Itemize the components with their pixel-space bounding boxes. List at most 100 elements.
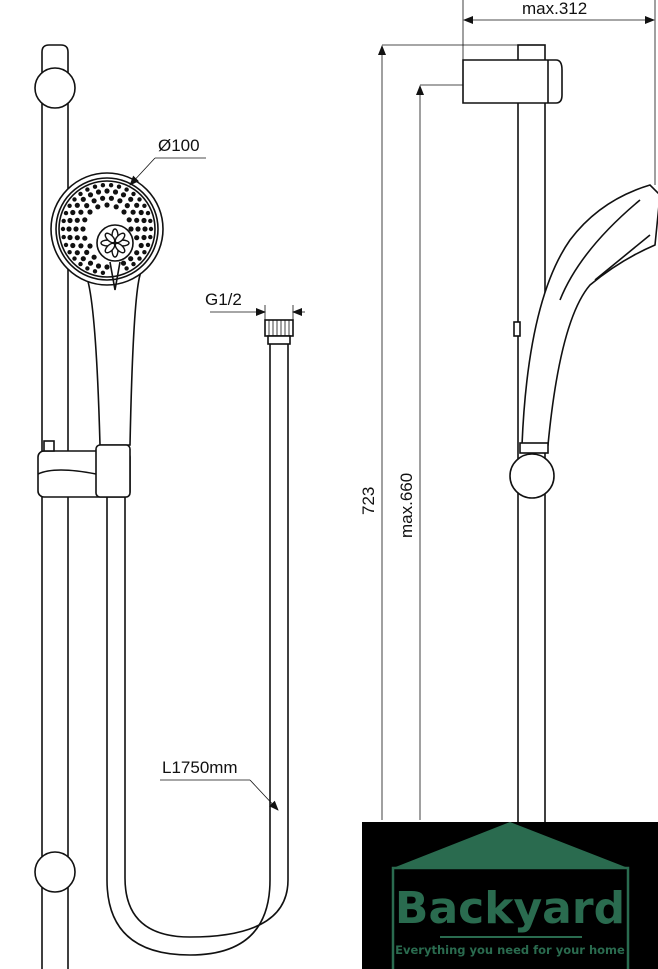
nozzle-dot	[74, 235, 80, 241]
nozzle-dot	[78, 261, 83, 267]
thread-label: G1/2	[205, 290, 242, 309]
nozzle-dot	[74, 202, 80, 208]
logo-tagline: Everything you need for your home	[395, 943, 625, 957]
nozzle-dot	[82, 217, 88, 223]
nozzle-dot	[95, 204, 101, 210]
nozzle-dot	[145, 210, 151, 216]
nozzle-dot	[148, 234, 153, 240]
handshower-handle	[84, 274, 142, 446]
nozzle-dot	[84, 203, 90, 209]
max-slider-height-label: max.660	[397, 473, 416, 538]
rail-height-label: 723	[359, 487, 378, 515]
front-view: Ø100 G1/2 L1750mm	[34, 44, 305, 969]
nozzle-dot	[78, 191, 83, 197]
nozzle-dot	[138, 242, 144, 249]
nozzle-dot	[70, 209, 76, 216]
nozzle-dot	[91, 198, 97, 204]
logo-name: Backyard	[395, 883, 625, 934]
nozzle-dot	[134, 235, 140, 241]
nozzle-dot	[70, 242, 76, 249]
nozzle-dot	[108, 183, 114, 188]
nozzle-dot	[135, 226, 141, 232]
nozzle-dot	[131, 261, 136, 267]
nozzle-dot	[148, 226, 154, 232]
nozzle-dot	[148, 218, 153, 224]
nozzle-dot	[63, 242, 69, 248]
slide-rail	[41, 44, 69, 969]
nozzle-dot	[120, 260, 127, 266]
nozzle-dot	[67, 234, 73, 241]
nozzle-dot	[80, 196, 86, 202]
nozzle-dot	[80, 226, 86, 232]
nozzle-dot	[142, 203, 147, 208]
backyard-logo: Backyard Everything you need for your ho…	[362, 822, 658, 969]
nozzle-dot	[87, 243, 93, 249]
nozzle-dot	[80, 256, 86, 262]
nozzle-dot	[124, 187, 129, 192]
nozzle-dot	[134, 202, 140, 208]
nozzle-dot	[128, 256, 134, 262]
nozzle-dot	[131, 191, 136, 197]
nozzle-dot	[104, 188, 110, 194]
nozzle-dot	[72, 197, 77, 202]
nozzle-dot	[128, 226, 134, 232]
nozzle-dot	[67, 203, 72, 208]
nozzle-dot	[142, 226, 148, 232]
nozzle-dot	[95, 189, 102, 195]
nozzle-dot	[100, 270, 106, 275]
nozzle-dot	[120, 192, 127, 198]
nozzle-pattern	[60, 183, 154, 275]
nozzle-dot	[104, 202, 110, 208]
nozzle-dot	[61, 234, 66, 240]
nozzle-dot	[116, 184, 122, 189]
nozzle-dot	[130, 209, 136, 215]
nozzle-dot	[145, 242, 151, 248]
nozzle-dot	[117, 198, 123, 204]
nozzle-dot	[141, 217, 147, 224]
nozzle-dot	[112, 189, 119, 195]
nozzle-dot	[91, 254, 97, 260]
side-view: 723 max.660 max.312	[359, 0, 658, 836]
nozzle-dot	[87, 209, 93, 215]
nozzle-dot	[61, 218, 66, 224]
nozzle-dot	[100, 183, 106, 188]
nozzle-dot	[87, 260, 94, 266]
nozzle-dot	[87, 192, 94, 198]
hose-length-label: L1750mm	[162, 758, 238, 777]
side-handshower	[521, 184, 658, 446]
center-flower	[100, 228, 130, 258]
max-projection-label: max.312	[522, 0, 587, 18]
nozzle-dot	[134, 250, 140, 256]
nozzle-dot	[104, 264, 110, 270]
nozzle-dot	[134, 217, 140, 223]
nozzle-dot	[142, 250, 147, 255]
head-diameter-label: Ø100	[158, 136, 200, 155]
nozzle-dot	[67, 217, 73, 224]
wall-bracket	[462, 59, 563, 104]
nozzle-dot	[73, 226, 79, 232]
nozzle-dot	[126, 217, 132, 223]
nozzle-dot	[60, 226, 66, 232]
nozzle-dot	[72, 256, 77, 261]
nozzle-dot	[128, 196, 134, 202]
nozzle-dot	[85, 266, 90, 271]
nozzle-dot	[67, 250, 72, 255]
nozzle-dot	[85, 187, 90, 192]
nozzle-dot	[124, 203, 130, 209]
nozzle-dot	[95, 263, 102, 269]
nozzle-dot	[66, 226, 72, 232]
hose	[106, 340, 271, 956]
nozzle-dot	[78, 209, 84, 215]
nozzle-dot	[137, 197, 142, 202]
nozzle-dot	[74, 250, 80, 256]
nozzle-dot	[108, 195, 114, 201]
rail-top-bracket	[34, 67, 76, 109]
nozzle-dot	[78, 243, 84, 249]
nozzle-dot	[92, 184, 98, 189]
nozzle-dot	[124, 266, 129, 271]
nozzle-dot	[84, 249, 90, 255]
nozzle-dot	[82, 235, 88, 241]
side-slider-knob	[509, 453, 555, 499]
rail-bottom-bracket	[34, 851, 76, 893]
